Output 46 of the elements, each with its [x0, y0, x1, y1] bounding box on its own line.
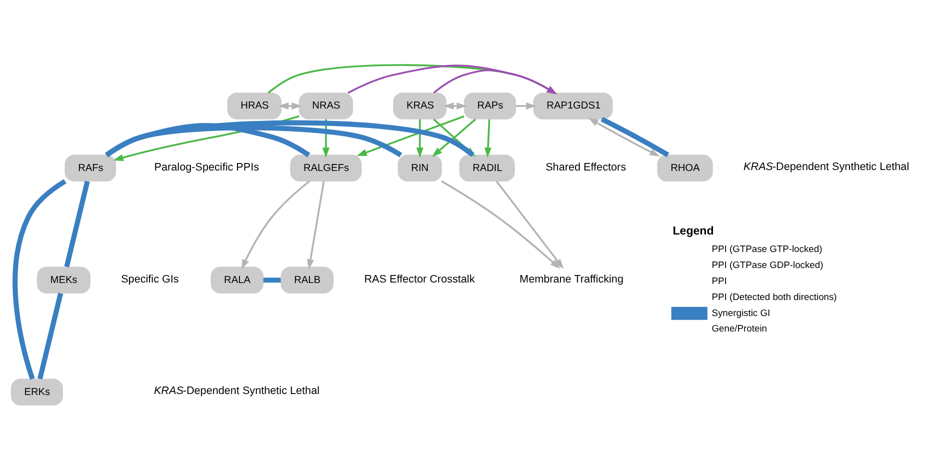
arrow	[278, 102, 302, 110]
node-box: RALGEFs	[290, 154, 362, 182]
node-box: RIN	[398, 154, 442, 182]
node-box: HRAS	[227, 92, 282, 120]
node-box: KRAS	[393, 92, 447, 120]
arrow	[588, 118, 660, 157]
node-box: RAPs	[464, 92, 516, 120]
arrow	[356, 115, 464, 156]
connector	[38, 292, 64, 380]
label: KRAS-Dependent Synthetic Lethal	[744, 160, 910, 173]
arrow	[484, 119, 492, 158]
connector	[600, 116, 670, 158]
label: Shared Effectors	[546, 162, 626, 174]
connector	[12, 179, 66, 380]
legend-label: PPI (Detected both directions)	[712, 290, 837, 302]
node-box: RADIL	[459, 154, 515, 182]
arrow	[444, 102, 467, 110]
arrow	[516, 102, 536, 110]
node-box: ERKs	[10, 378, 63, 406]
node-box: NRAS	[298, 92, 354, 120]
arrow	[441, 180, 560, 269]
arrow	[307, 181, 325, 270]
legend-label: Synergistic GI	[712, 306, 770, 318]
node-box: MEKs	[36, 266, 90, 294]
arrow	[433, 69, 557, 94]
arrow	[416, 119, 424, 158]
label: Legend	[672, 225, 714, 238]
node-box: RALB	[280, 266, 334, 294]
node-text: Membrane Trafficking	[520, 274, 624, 286]
label: Specific GIs	[121, 274, 179, 286]
node-box: RHOA	[657, 154, 713, 182]
legend-label: Gene/Protein	[712, 322, 768, 334]
legend-label: PPI (GTPase GDP-locked)	[712, 259, 824, 270]
connector	[263, 278, 281, 283]
legend-label: PPI	[712, 275, 727, 286]
connector	[64, 180, 90, 268]
arrow	[347, 64, 557, 94]
arrow	[241, 180, 310, 270]
legend-label: PPI (GTPase GTP-locked)	[712, 243, 822, 254]
label: Paralog-Specific PPIs	[154, 162, 260, 174]
label: RAS Effector Crosstalk	[364, 274, 475, 286]
node-box: RALA	[210, 266, 264, 294]
node-box: RAP1GDS1	[533, 92, 613, 120]
arrow	[496, 180, 564, 269]
node-box: RAFs	[64, 154, 116, 182]
label: KRAS-Dependent Synthetic Lethal	[154, 384, 320, 397]
